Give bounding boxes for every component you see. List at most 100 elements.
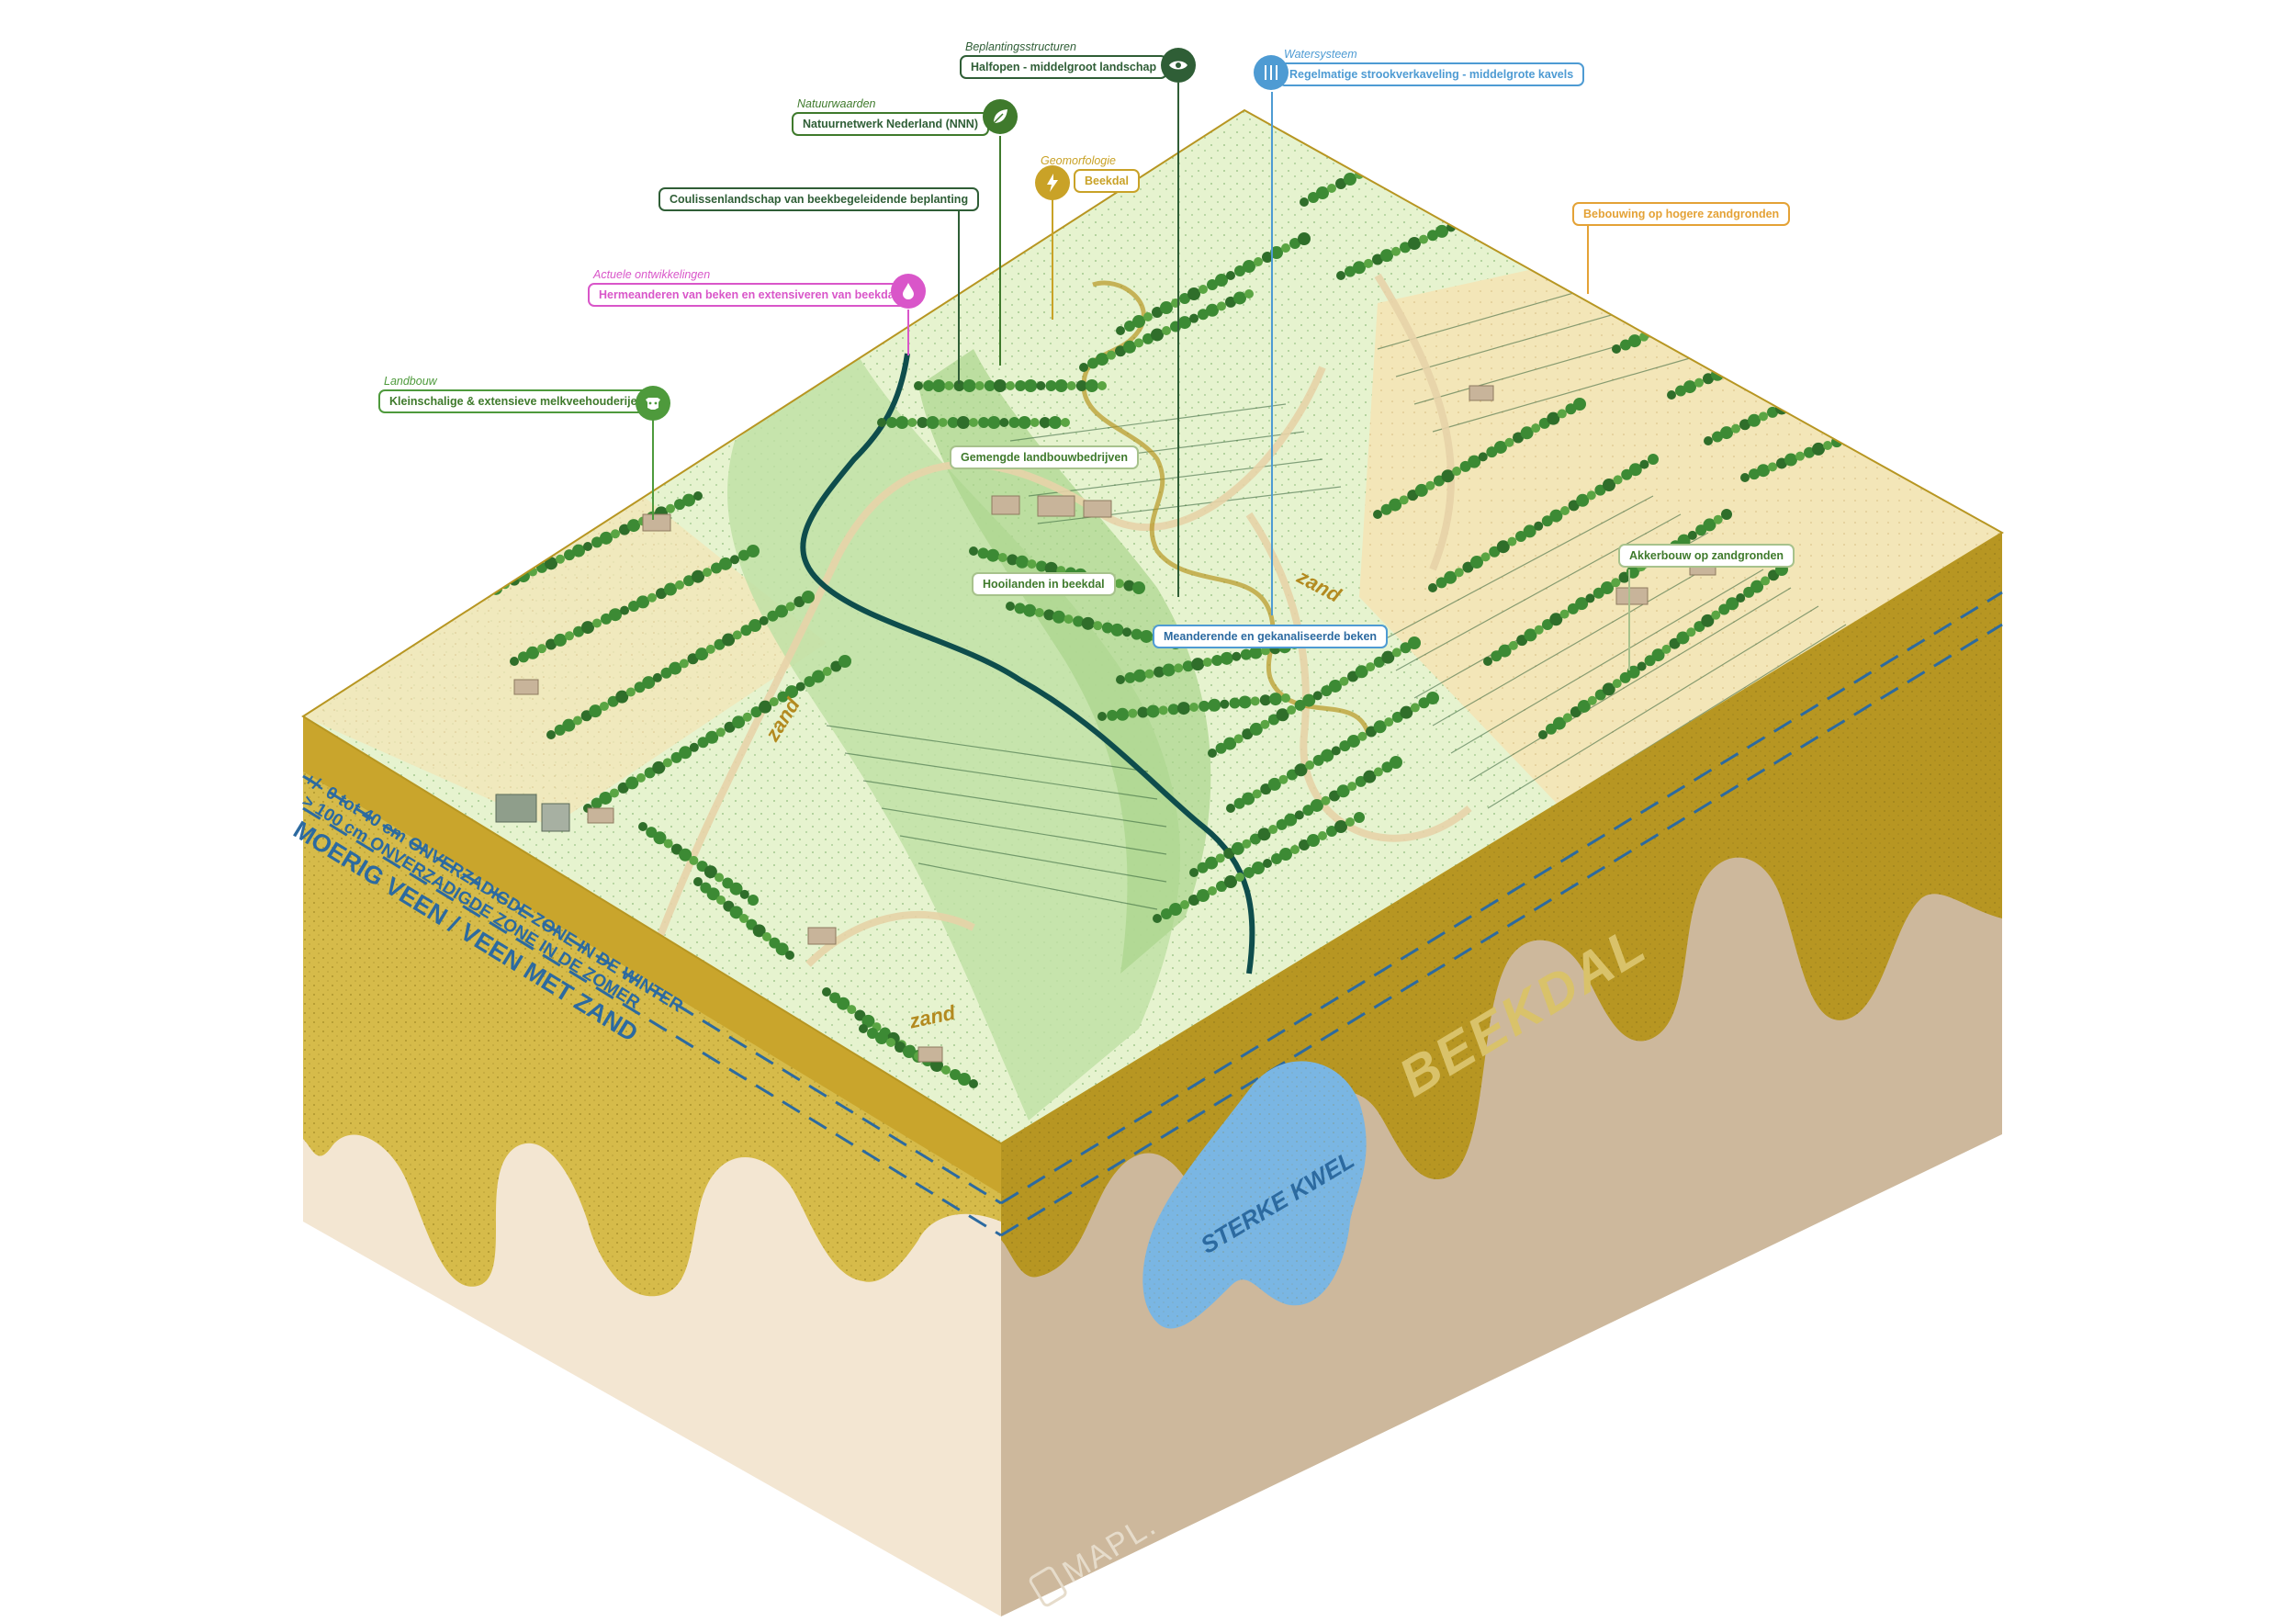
tree bbox=[1628, 334, 1641, 348]
leader-geomorfologie bbox=[1052, 191, 1053, 320]
callout-natuur: Natuurwaarden Natuurnetwerk Nederland (N… bbox=[792, 97, 989, 136]
tree bbox=[1761, 576, 1771, 586]
tree bbox=[748, 895, 759, 906]
callout-label: Kleinschalige & extensieve melkveehouder… bbox=[378, 389, 656, 413]
tree bbox=[1878, 419, 1887, 429]
tree bbox=[1123, 340, 1136, 354]
tree bbox=[1859, 425, 1870, 437]
tree bbox=[1524, 628, 1537, 642]
tree bbox=[1661, 644, 1671, 654]
tree bbox=[1850, 369, 1861, 381]
tree bbox=[473, 592, 482, 602]
tree bbox=[1287, 705, 1297, 715]
tree bbox=[1390, 151, 1401, 162]
tree bbox=[1115, 345, 1126, 357]
tree bbox=[1133, 669, 1147, 682]
tree bbox=[1298, 232, 1311, 245]
tree bbox=[1557, 409, 1567, 419]
tree bbox=[953, 380, 965, 391]
tree bbox=[1648, 454, 1659, 465]
tree bbox=[1075, 380, 1087, 391]
tree bbox=[1410, 703, 1420, 713]
callout-label: Regelmatige strookverkaveling - middelgr… bbox=[1278, 62, 1585, 86]
tree bbox=[1455, 218, 1466, 230]
tree bbox=[785, 602, 795, 612]
tree bbox=[1107, 709, 1119, 721]
tree bbox=[1015, 380, 1027, 391]
tree bbox=[742, 712, 752, 722]
tree bbox=[599, 701, 609, 711]
tree bbox=[1462, 561, 1474, 573]
map-label-gemengd: Gemengde landbouwbedrijven bbox=[950, 445, 1139, 469]
map-label-akkerbouw: Akkerbouw op zandgronden bbox=[1618, 544, 1795, 568]
tree bbox=[1036, 560, 1048, 572]
tree bbox=[1131, 628, 1142, 640]
callout-bebouwing: Bebouwing op hogere zandgronden bbox=[1572, 202, 1791, 226]
tree bbox=[653, 831, 667, 845]
tree bbox=[1694, 308, 1704, 317]
tree bbox=[1321, 795, 1331, 805]
tree bbox=[634, 681, 646, 693]
tree bbox=[572, 715, 582, 726]
river bbox=[800, 353, 1255, 974]
tree bbox=[1400, 705, 1413, 719]
tree bbox=[1686, 627, 1696, 637]
tree bbox=[1603, 479, 1615, 491]
callout-landbouw: Landbouw Kleinschalige & extensieve melk… bbox=[378, 375, 656, 413]
tree bbox=[1215, 274, 1228, 287]
tree bbox=[1768, 462, 1777, 472]
callout-category: Natuurwaarden bbox=[797, 97, 876, 110]
callout-ontwikkelingen: Actuele ontwikkelingen Hermeanderen van … bbox=[588, 268, 909, 307]
tree bbox=[1254, 257, 1263, 266]
tree bbox=[1541, 515, 1553, 527]
tree bbox=[739, 914, 748, 923]
tree bbox=[1739, 285, 1751, 298]
tree bbox=[1224, 875, 1237, 888]
tree bbox=[1573, 398, 1586, 411]
callout-beplanting: Beplantingsstructuren Halfopen - middelg… bbox=[960, 40, 1168, 79]
tree bbox=[1281, 693, 1290, 703]
tree bbox=[1478, 452, 1488, 462]
tree bbox=[1713, 514, 1723, 524]
tree bbox=[1268, 693, 1282, 706]
tree bbox=[956, 416, 970, 429]
tree bbox=[999, 418, 1009, 427]
tree bbox=[1496, 540, 1510, 554]
tree bbox=[969, 418, 978, 427]
tree bbox=[1389, 498, 1402, 512]
tree bbox=[974, 381, 985, 390]
tree bbox=[620, 605, 629, 615]
tree bbox=[1128, 708, 1138, 718]
tree bbox=[638, 822, 647, 831]
tree bbox=[1006, 602, 1015, 611]
tree bbox=[1267, 777, 1281, 791]
tree bbox=[1158, 705, 1168, 715]
tree bbox=[1520, 426, 1534, 440]
callout-label: Coulissenlandschap van beekbegeleidende … bbox=[658, 187, 980, 211]
tree bbox=[1018, 416, 1031, 429]
tree bbox=[804, 676, 816, 688]
callout-label: Bebouwing op hogere zandgronden bbox=[1572, 202, 1791, 226]
tree bbox=[1382, 156, 1391, 165]
tree bbox=[795, 681, 805, 692]
tree bbox=[1427, 230, 1438, 242]
tree bbox=[1191, 658, 1205, 671]
tree bbox=[1757, 464, 1770, 478]
tree bbox=[1482, 206, 1493, 217]
tree bbox=[1066, 381, 1076, 390]
tree bbox=[689, 855, 699, 865]
tree bbox=[1290, 845, 1300, 854]
tree bbox=[1162, 326, 1171, 335]
tree bbox=[1142, 332, 1154, 344]
tree bbox=[1626, 665, 1640, 679]
tree bbox=[1294, 810, 1304, 820]
tree bbox=[1694, 377, 1704, 388]
tree bbox=[1284, 813, 1298, 827]
tree bbox=[1308, 192, 1319, 203]
tree bbox=[886, 1038, 895, 1047]
tree bbox=[1585, 593, 1595, 603]
tree bbox=[1373, 510, 1382, 519]
tree bbox=[1435, 577, 1447, 589]
tree bbox=[1167, 704, 1179, 715]
